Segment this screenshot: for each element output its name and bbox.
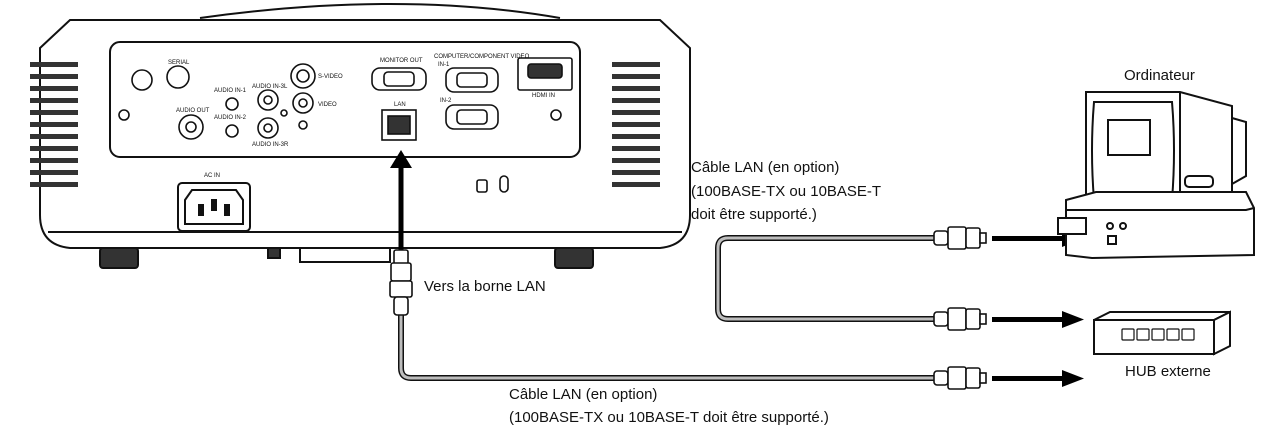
projector-foot-right <box>554 247 594 269</box>
lan-cable-bottom <box>398 312 940 381</box>
computer-base <box>1065 191 1255 260</box>
ir-sensor <box>131 69 153 91</box>
rj45-plug-projector <box>389 249 413 316</box>
label-hub: HUB externe <box>1125 363 1211 380</box>
arrow-to-hub-lower <box>992 370 1084 387</box>
port-label-ac-in: AC IN <box>204 173 220 179</box>
label-cable-top-line-3: doit être supporté.) <box>691 206 817 223</box>
kensington-lock-icon <box>476 175 509 193</box>
port-label-hdmi-in: HDMI IN <box>532 93 555 99</box>
port-label-audio-in-2: AUDIO IN-2 <box>214 115 247 121</box>
port-label-in-2: IN-2 <box>440 98 452 104</box>
arrow-to-hub-upper <box>992 311 1084 328</box>
vent-left <box>30 62 78 187</box>
port-label-audio-in-3r: AUDIO IN-3R <box>252 142 289 148</box>
rj45-plug-hub-lower <box>933 366 987 390</box>
port-label-audio-in-1: AUDIO IN-1 <box>214 88 247 94</box>
external-hub <box>1093 310 1231 356</box>
audio-in-2-port <box>225 124 239 138</box>
label-to-lan-terminal: Vers la borne LAN <box>424 278 546 295</box>
label-cable-bottom-line-1: Câble LAN (en option) <box>509 386 657 403</box>
ac-inlet <box>177 182 251 232</box>
port-label-monitor-out: MONITOR OUT <box>380 58 423 64</box>
projector-top-dome <box>199 3 561 19</box>
port-label-video: VIDEO <box>318 102 337 108</box>
label-cable-top-line-2: (100BASE-TX ou 10BASE-T <box>691 183 881 200</box>
rj45-plug-hub-upper <box>933 307 987 331</box>
screw-icon-left <box>118 109 130 121</box>
audio-in-1-port <box>225 97 239 111</box>
vent-right <box>612 62 660 187</box>
label-computer: Ordinateur <box>1124 67 1195 84</box>
projector-foot-left <box>99 247 139 269</box>
serial-port <box>166 65 190 89</box>
arrow-to-lan-terminal <box>390 150 412 262</box>
computer <box>1057 91 1255 260</box>
port-label-audio-out: AUDIO OUT <box>176 108 210 114</box>
lan-cable-top <box>715 235 940 322</box>
screw-icon-right <box>550 109 562 121</box>
rj45-plug-computer <box>933 226 987 250</box>
port-label-computer-component: COMPUTER/COMPONENT VIDEO <box>434 54 530 60</box>
projector-foot-center <box>299 247 391 263</box>
port-label-s-video: S-VIDEO <box>318 74 343 80</box>
label-cable-bottom-line-2: (100BASE-TX ou 10BASE-T doit être suppor… <box>509 409 829 426</box>
label-cable-top-line-1: Câble LAN (en option) <box>691 159 839 176</box>
port-label-in-1: IN-1 <box>438 62 450 68</box>
port-label-lan: LAN <box>394 102 406 108</box>
port-label-serial: SERIAL <box>168 60 190 66</box>
port-label-audio-in-3l: AUDIO IN-3L <box>252 84 288 90</box>
